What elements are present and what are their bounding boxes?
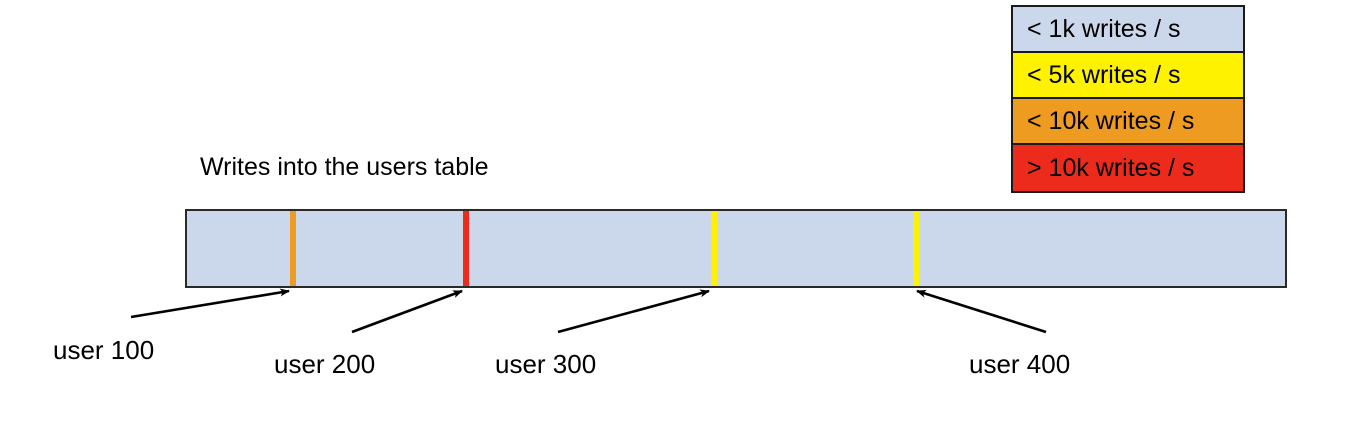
legend-label: < 5k writes / s (1027, 60, 1181, 89)
marker-user-400 (913, 211, 919, 286)
legend-label: > 10k writes / s (1027, 153, 1195, 182)
marker-user-300 (711, 211, 717, 286)
legend-row-2: < 10k writes / s (1013, 99, 1243, 145)
marker-user-200 (463, 211, 469, 286)
legend-row-1: < 5k writes / s (1013, 53, 1243, 99)
legend-row-3: > 10k writes / s (1013, 145, 1243, 191)
legend: < 1k writes / s < 5k writes / s < 10k writ… (1011, 5, 1245, 193)
arrow-user-400 (916, 289, 1047, 334)
marker-user-100 (290, 211, 296, 286)
legend-label: < 10k writes / s (1027, 106, 1195, 135)
arrow-user-300 (557, 289, 710, 334)
users-table-bar (185, 209, 1287, 288)
arrow-user-200 (351, 289, 463, 334)
label-user-200: user 200 (274, 349, 376, 379)
bar-caption: Writes into the users table (200, 153, 489, 181)
arrow-user-100 (130, 288, 290, 319)
legend-row-0: < 1k writes / s (1013, 7, 1243, 53)
legend-label: < 1k writes / s (1027, 14, 1181, 43)
label-user-100: user 100 (53, 335, 155, 365)
label-user-300: user 300 (495, 349, 597, 379)
label-user-400: user 400 (969, 349, 1071, 379)
